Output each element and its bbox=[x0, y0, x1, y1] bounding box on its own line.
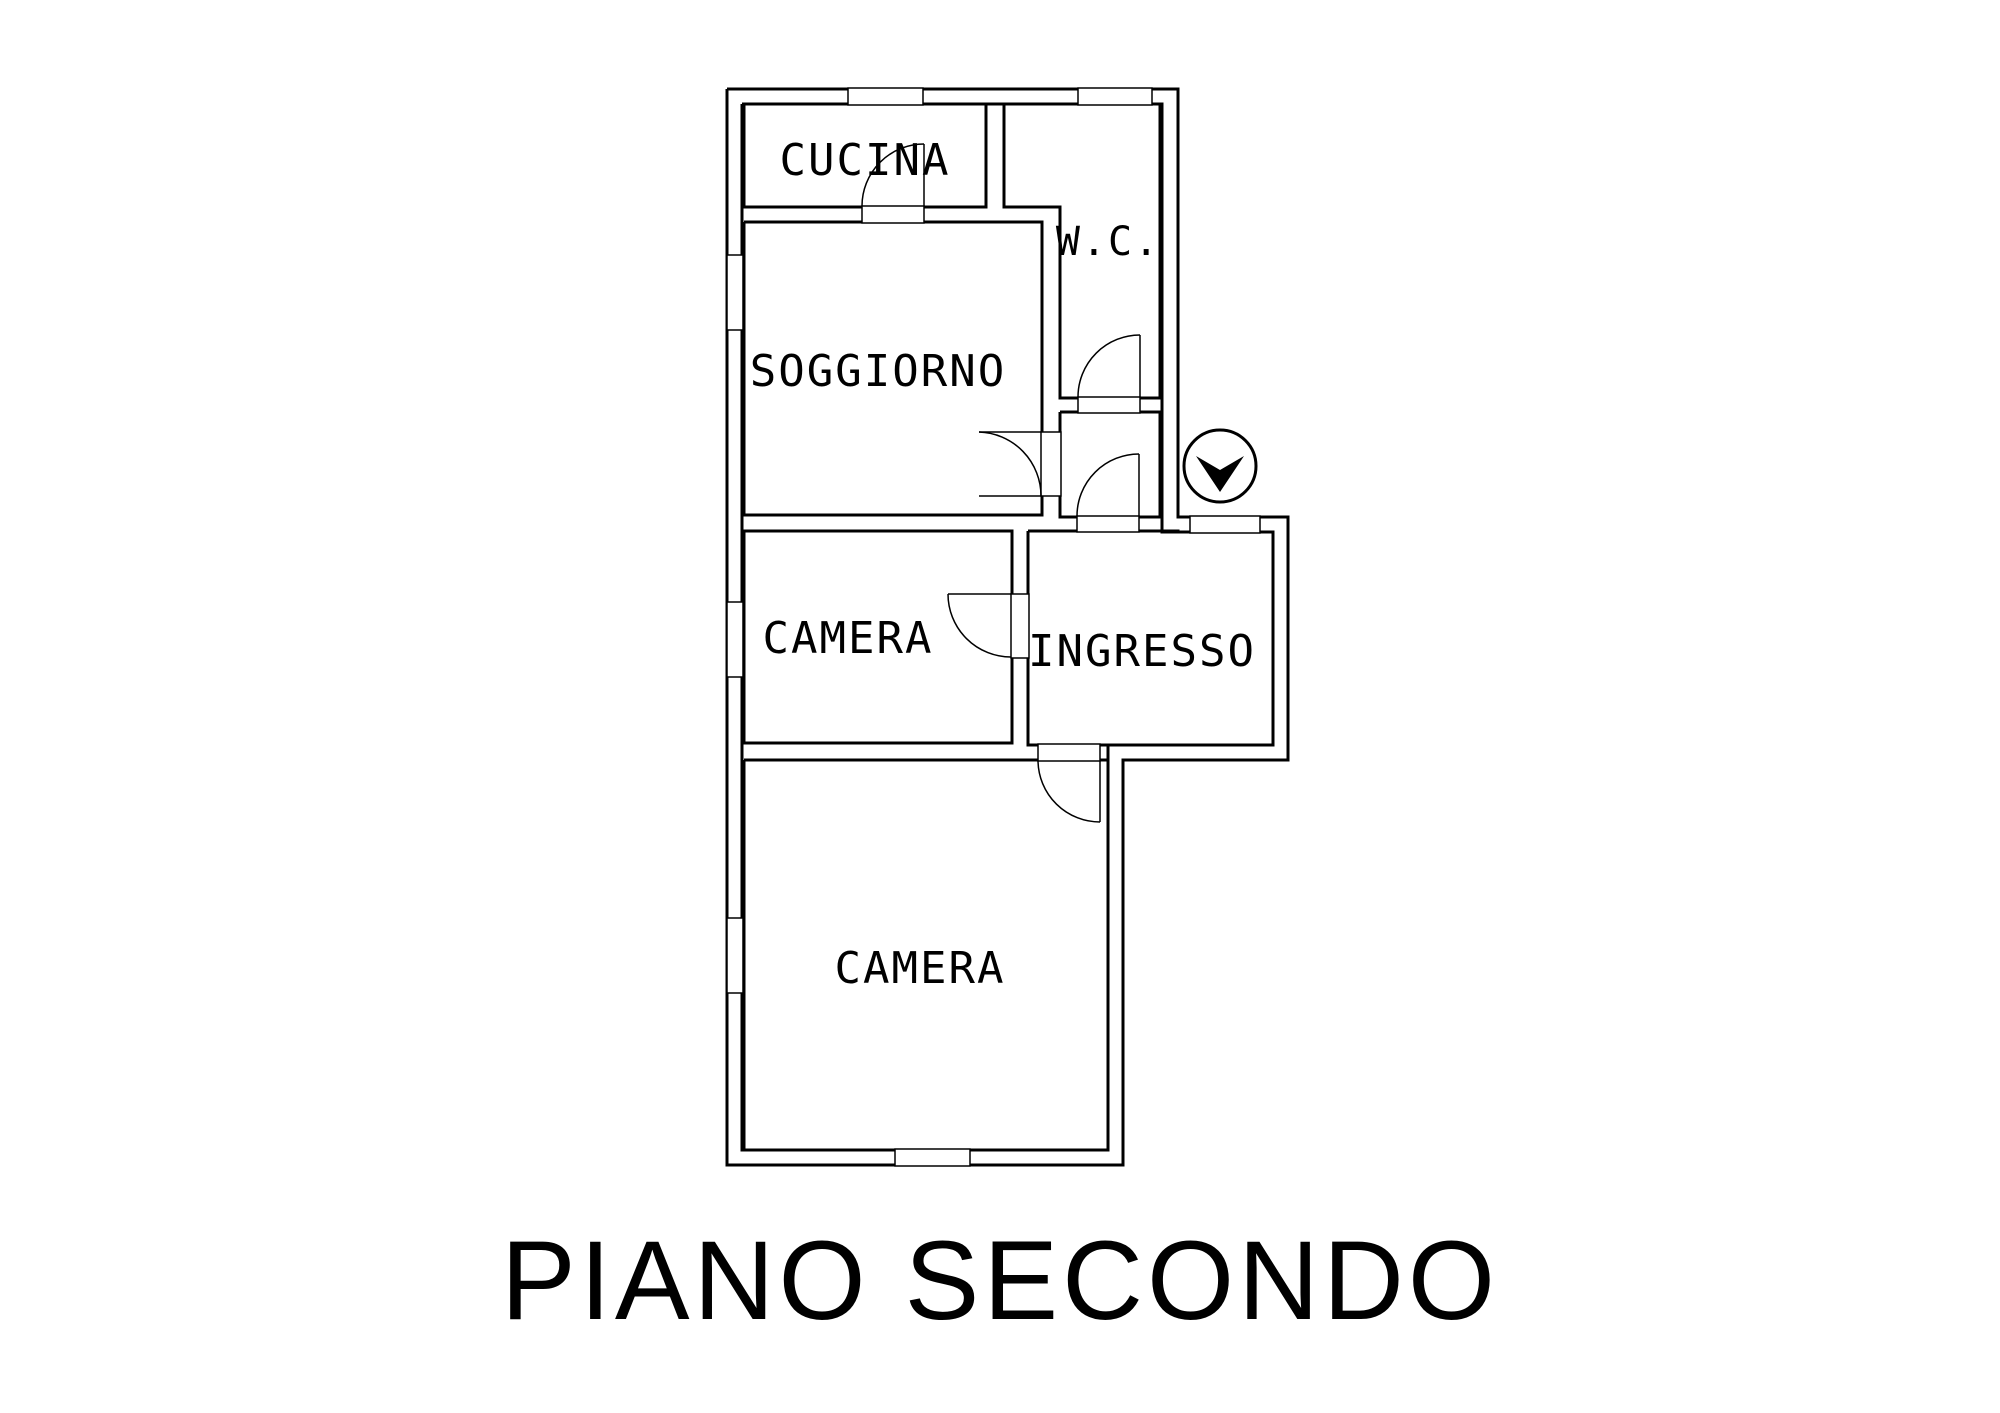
doors bbox=[861, 143, 1141, 823]
window-wc bbox=[1077, 87, 1153, 106]
window-ingresso bbox=[1189, 515, 1261, 534]
window-camera-large-bottom bbox=[894, 1148, 971, 1167]
door-swing-camera-large bbox=[1037, 760, 1101, 823]
floor-title: PIANO SECONDO bbox=[501, 1218, 1499, 1343]
door-opening-wc bbox=[1077, 396, 1141, 414]
label-camera-large: CAMERA bbox=[835, 943, 1006, 994]
soggiorno-walls bbox=[742, 220, 1044, 517]
corridor-walls bbox=[1058, 410, 1162, 519]
door-opening-corridor bbox=[1076, 515, 1140, 533]
label-ingresso: INGRESSO bbox=[1028, 626, 1256, 677]
window-camera-large bbox=[726, 917, 744, 994]
window-camera-small bbox=[726, 601, 744, 678]
door-swing-camera-small bbox=[947, 593, 1012, 658]
entrance-arrow-icon bbox=[1182, 428, 1258, 504]
door-swing-cucina bbox=[861, 143, 925, 207]
window-soggiorno bbox=[726, 254, 744, 331]
label-wc: W.C. bbox=[1056, 219, 1160, 265]
camera-large-walls bbox=[742, 758, 1110, 1152]
label-cucina: CUCINA bbox=[780, 135, 951, 186]
label-camera-small: CAMERA bbox=[763, 613, 934, 664]
wc-walls bbox=[1002, 102, 1162, 400]
outer-wall-line bbox=[725, 87, 1290, 1167]
windows bbox=[726, 87, 1261, 1167]
room-labels: CUCINA W.C. SOGGIORNO CAMERA INGRESSO CA… bbox=[750, 135, 1256, 994]
window-cucina bbox=[847, 87, 924, 106]
door-swing-corridor bbox=[1076, 453, 1140, 517]
door-swing-wc bbox=[1077, 334, 1141, 398]
label-soggiorno: SOGGIORNO bbox=[750, 346, 1006, 397]
door-opening-camera-large bbox=[1037, 743, 1101, 762]
ingresso-walls bbox=[1026, 529, 1275, 747]
door-opening-cucina bbox=[861, 205, 925, 224]
door-opening-soggiorno bbox=[1040, 431, 1062, 497]
door-swing-soggiorno bbox=[978, 431, 1042, 497]
door-opening-camera-small bbox=[1010, 593, 1030, 659]
